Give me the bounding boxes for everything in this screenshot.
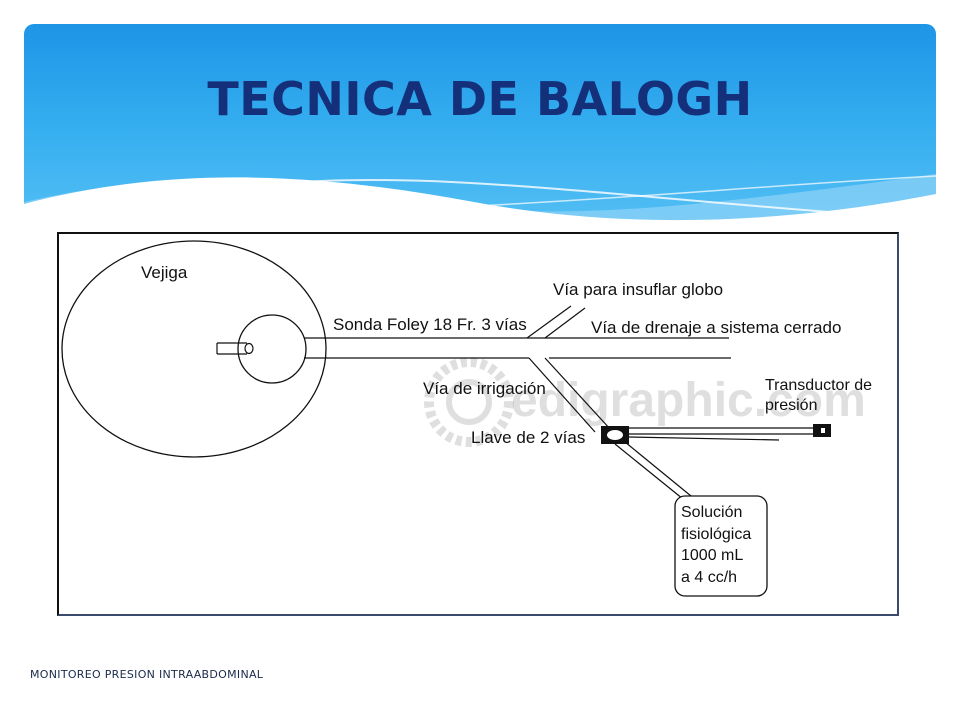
- solution-box: [674, 495, 768, 597]
- catheter-balloon: [237, 314, 307, 384]
- label-solution-4: a 4 cc/h: [681, 569, 737, 586]
- label-balloon-port: Vía para insuflar globo: [553, 280, 723, 299]
- slide-header: [24, 24, 936, 254]
- label-solution-2: fisiológica: [681, 526, 751, 543]
- transducer-line: [628, 427, 813, 441]
- label-drainage-port: Vía de drenaje a sistema cerrado: [591, 318, 841, 337]
- bladder-ellipse: [61, 240, 327, 458]
- watermark-logo: [424, 357, 514, 447]
- label-bladder: Vejiga: [141, 263, 188, 282]
- label-solution-3: 1000 mL: [681, 547, 743, 564]
- label-transducer-1: Transductor de: [765, 377, 872, 394]
- solution-line: [614, 441, 692, 500]
- slide-title: TECNICA DE BALOGH: [207, 72, 753, 126]
- diagram-frame: edigraphic.com Vejiga Sonda Foley 18 Fr.…: [57, 232, 899, 616]
- catheter-tube: [304, 337, 549, 359]
- label-irrigation-port: Vía de irrigación: [423, 379, 546, 398]
- catheter-tip: [216, 342, 247, 355]
- balloon-port-line: [526, 305, 586, 339]
- drainage-port-line: [549, 337, 731, 359]
- label-transducer-2: presión: [765, 397, 817, 414]
- balogh-diagram: edigraphic.com Vejiga Sonda Foley 18 Fr.…: [61, 240, 872, 597]
- label-stopcock: Llave de 2 vías: [471, 428, 585, 447]
- slide-footer: MONITOREO PRESION INTRAABDOMINAL: [30, 668, 264, 681]
- irrigation-line: [528, 357, 612, 433]
- watermark-text: edigraphic.com: [511, 374, 866, 427]
- header-wave: [24, 174, 936, 254]
- label-solution-1: Solución: [681, 504, 742, 521]
- label-catheter: Sonda Foley 18 Fr. 3 vías: [333, 315, 527, 334]
